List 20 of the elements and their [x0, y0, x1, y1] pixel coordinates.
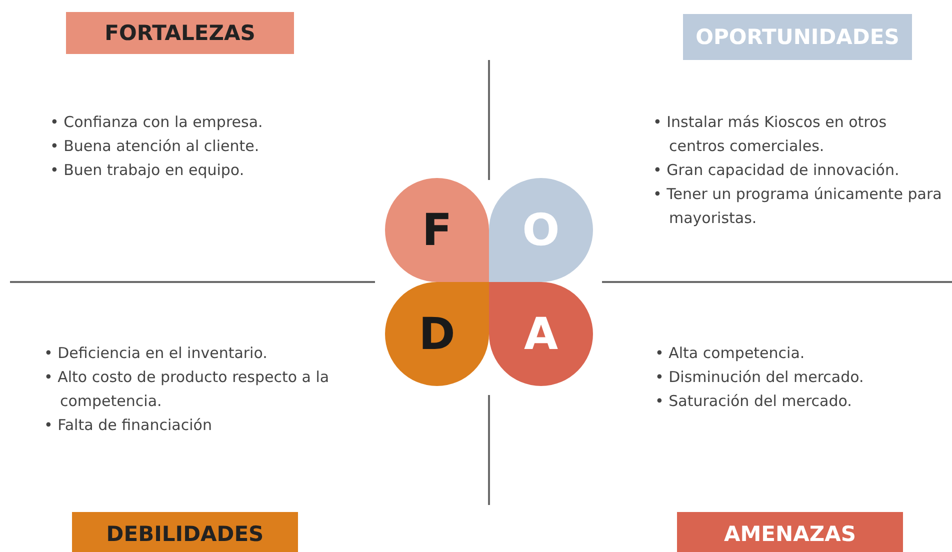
- petal-shape: A: [489, 282, 593, 386]
- bullet-item: • Instalar más Kioscos en otros centros comerciales.: [653, 112, 888, 157]
- bullet-item: • Saturación del mercado.: [655, 391, 853, 412]
- petal-shape: D: [385, 282, 489, 386]
- bullet-item: • Buen trabajo en equipo.: [50, 160, 246, 181]
- bullet-item: • Alta competencia.: [655, 343, 806, 364]
- heading-banner: AMENAZAS: [677, 512, 903, 552]
- heading-banner: DEBILIDADES: [72, 512, 298, 552]
- bullet-item: • Confianza con la empresa.: [50, 112, 264, 133]
- bullet-item: • Falta de financiación: [44, 415, 213, 436]
- bullet-item: • Gran capacidad de innovación.: [653, 160, 900, 181]
- petal-shape: F: [385, 178, 489, 282]
- heading-banner: OPORTUNIDADES: [683, 14, 912, 60]
- petal-shape: O: [489, 178, 593, 282]
- bullet-item: • Alto costo de producto respecto a la competencia.: [44, 367, 330, 412]
- bullet-item: • Deficiencia en el inventario.: [44, 343, 268, 364]
- bullet-item: • Buena atención al cliente.: [50, 136, 260, 157]
- bullet-item: • Tener un programa únicamente para mayoristas.: [653, 184, 943, 229]
- bullet-item: • Disminución del mercado.: [655, 367, 865, 388]
- heading-banner: FORTALEZAS: [66, 12, 294, 54]
